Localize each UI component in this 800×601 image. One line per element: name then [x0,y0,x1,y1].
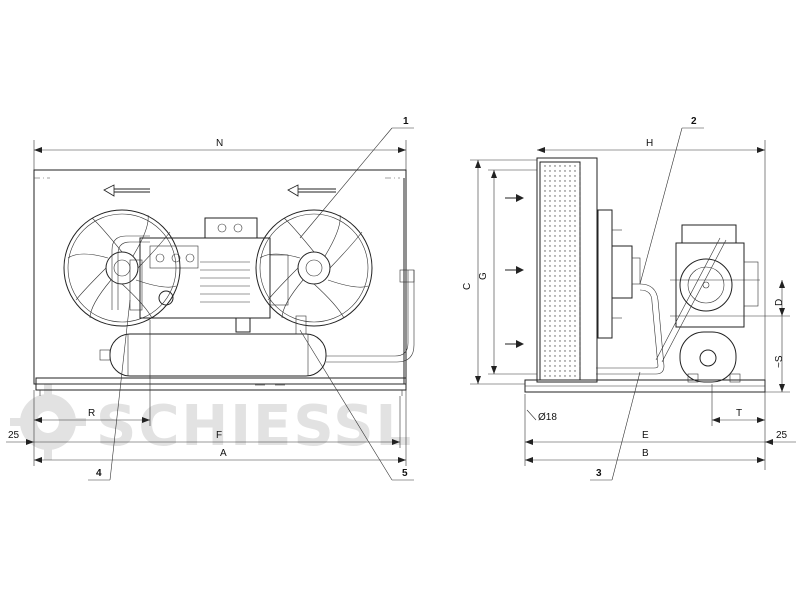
fan-side [597,209,641,339]
compressor [129,217,289,333]
airflow-arrow-icon [505,194,524,348]
dimension-label-N: N [216,138,223,149]
front-dimensions: N R 25 F A [6,138,407,466]
dimension-label-A: A [220,448,227,459]
dimension-label-offset-right: 25 [776,430,788,441]
dimension-label-C: C [462,283,473,290]
watermark: SCHIESSL [10,384,413,460]
side-view: H C G D ~S T [462,138,796,470]
front-view: N R 25 F A [6,138,415,466]
callouts: 1 2 3 4 5 [88,116,704,481]
dimension-label-R: R [88,408,95,419]
condenser-coil [536,157,598,383]
receiver-tank [99,315,327,377]
dimension-label-B: B [642,448,649,459]
base-frame [35,377,407,396]
hole-diameter-label: Ø18 [538,412,557,423]
side-dimensions: H C G D ~S T [462,138,796,470]
dimension-label-T: T [736,408,742,419]
dimension-label-H: H [646,138,653,149]
callout-4: 4 [96,468,102,479]
refrigerant-pipe [111,178,415,384]
callout-5: 5 [402,468,408,479]
refrigerant-pipe-side [596,237,727,375]
base-side [524,373,766,393]
dimension-label-G: G [478,272,489,280]
dimension-label-S: ~S [774,355,785,368]
compressor-side [670,224,790,383]
watermark-text: SCHIESSL [96,394,413,459]
fan-left [63,209,181,327]
callout-3: 3 [596,468,602,479]
dimension-label-E: E [642,430,649,441]
dimension-label-D: D [774,299,785,306]
dimension-label-F: F [216,430,222,441]
callout-2: 2 [691,116,697,127]
fan-right [255,209,373,327]
callout-1: 1 [403,116,409,127]
airflow-arrow-icon [287,184,336,197]
dimension-label-offset-left: 25 [8,430,20,441]
airflow-arrow-icon [103,184,150,197]
